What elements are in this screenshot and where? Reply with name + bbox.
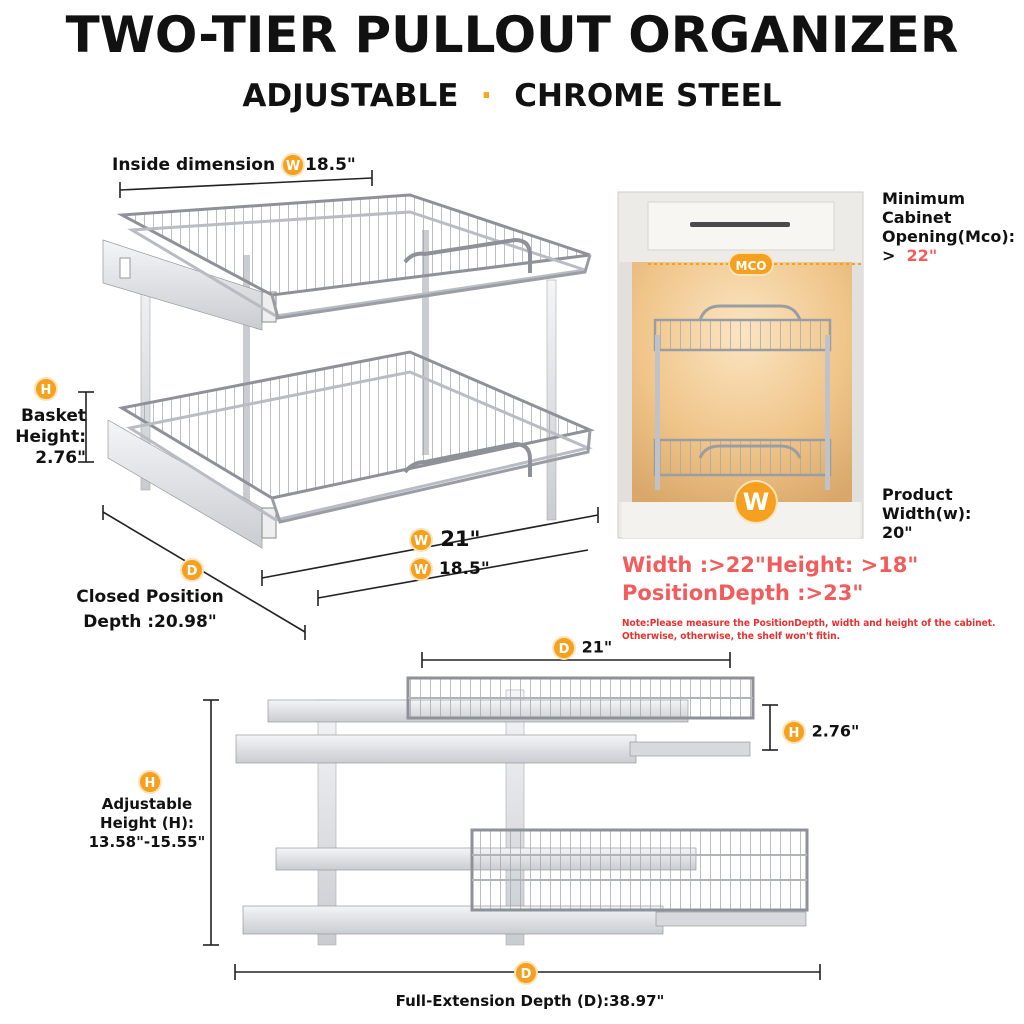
width-badge-icon: W xyxy=(409,557,433,581)
requirements-line-1: Width :>22"Height: >18" xyxy=(622,553,919,577)
page-title: TWO-TIER PULLOUT ORGANIZER xyxy=(65,6,959,64)
full-extension-depth-label: Full-Extension Depth (D):38.97" xyxy=(395,992,665,1010)
basket-height-label: Basket Height: 2.76" xyxy=(8,406,86,469)
basket-height-line-1: Basket xyxy=(20,406,86,426)
height-badge-icon: H xyxy=(34,377,58,401)
width-18-value: 18.5" xyxy=(438,559,490,579)
mco-badge-icon: MCO xyxy=(728,252,774,276)
bottom-organizer-drawing xyxy=(203,652,821,980)
depth-badge: D xyxy=(180,558,204,582)
closed-position-line: Closed Position xyxy=(76,587,224,607)
top-organizer-drawing xyxy=(102,193,595,549)
adjustable-height-value: 13.58"-15.55" xyxy=(88,833,206,851)
basket-h-value: 2.76" xyxy=(811,721,860,741)
product-width-label: Product Width(w): 20" xyxy=(882,485,971,542)
inside-dimension-text: Inside dimension xyxy=(112,155,276,175)
closed-position-value: Depth :20.98" xyxy=(83,612,217,632)
closed-position-label: Closed Position Depth :20.98" xyxy=(70,585,230,635)
subtitle-adjustable: ADJUSTABLE xyxy=(242,78,459,114)
subtitle-chrome-steel: CHROME STEEL xyxy=(514,78,782,114)
depth-badge-icon: D xyxy=(180,558,204,582)
min-opening-line-3: Opening(Mco): xyxy=(882,227,1016,246)
cabinet-requirements: Width :>22"Height: >18" PositionDepth :>… xyxy=(622,551,918,607)
basket-height-line-2: Height: xyxy=(15,427,86,447)
requirements-line-2: PositionDepth :>23" xyxy=(622,581,864,605)
width-badge-icon: W xyxy=(409,528,433,552)
mco-badge: MCO xyxy=(728,252,774,276)
depth-badge-icon: D xyxy=(514,961,538,985)
cabinet-width-badge: W xyxy=(734,480,778,524)
height-badge-icon: H xyxy=(138,770,162,794)
note-line-1: Note:Please measure the PositionDepth, w… xyxy=(622,618,996,629)
product-width-value: 20" xyxy=(882,523,913,542)
note-line-2: Otherwise, otherwise, the shelf won't fi… xyxy=(622,631,841,642)
min-opening-line-1: Minimum xyxy=(882,189,966,208)
cabinet-note: Note:Please measure the PositionDepth, w… xyxy=(622,617,1022,643)
width-badge-icon: W xyxy=(734,480,778,524)
depth-21-value: 21" xyxy=(581,637,613,657)
width-18-label: W 18.5" xyxy=(409,557,490,581)
page-subtitle: ADJUSTABLE · CHROME STEEL xyxy=(0,78,1024,114)
subtitle-separator: · xyxy=(480,78,493,114)
adjustable-height-label: Adjustable Height (H): 13.58"-15.55" xyxy=(82,795,212,852)
width-21-value: 21" xyxy=(440,527,481,551)
min-opening-prefix: > xyxy=(882,246,896,265)
min-opening-value: 22" xyxy=(906,246,938,265)
width-badge-icon: W xyxy=(280,153,305,177)
adjustable-height-line-2: Height (H): xyxy=(100,814,194,832)
basket-height-value: 2.76" xyxy=(35,448,86,468)
cabinet-drawing xyxy=(617,191,864,539)
min-cabinet-opening-label: Minimum Cabinet Opening(Mco): > 22" xyxy=(882,189,1015,265)
min-opening-line-2: Cabinet xyxy=(882,208,952,227)
width-21-label: W 21" xyxy=(409,528,480,552)
height-badge-icon: H xyxy=(782,720,806,744)
basket-h-label: H 2.76" xyxy=(782,720,859,744)
adjustable-height-badge: H xyxy=(138,770,162,794)
inside-dimension-value: 18.5" xyxy=(304,155,356,175)
basket-height-badge: H xyxy=(34,377,58,401)
adjustable-height-line-1: Adjustable xyxy=(101,795,193,813)
full-depth-badge: D xyxy=(514,961,538,985)
product-width-line-2: Width(w): xyxy=(882,504,972,523)
product-width-line-1: Product xyxy=(882,485,953,504)
depth-badge-icon: D xyxy=(552,636,576,660)
depth-21-label: D 21" xyxy=(552,636,612,660)
